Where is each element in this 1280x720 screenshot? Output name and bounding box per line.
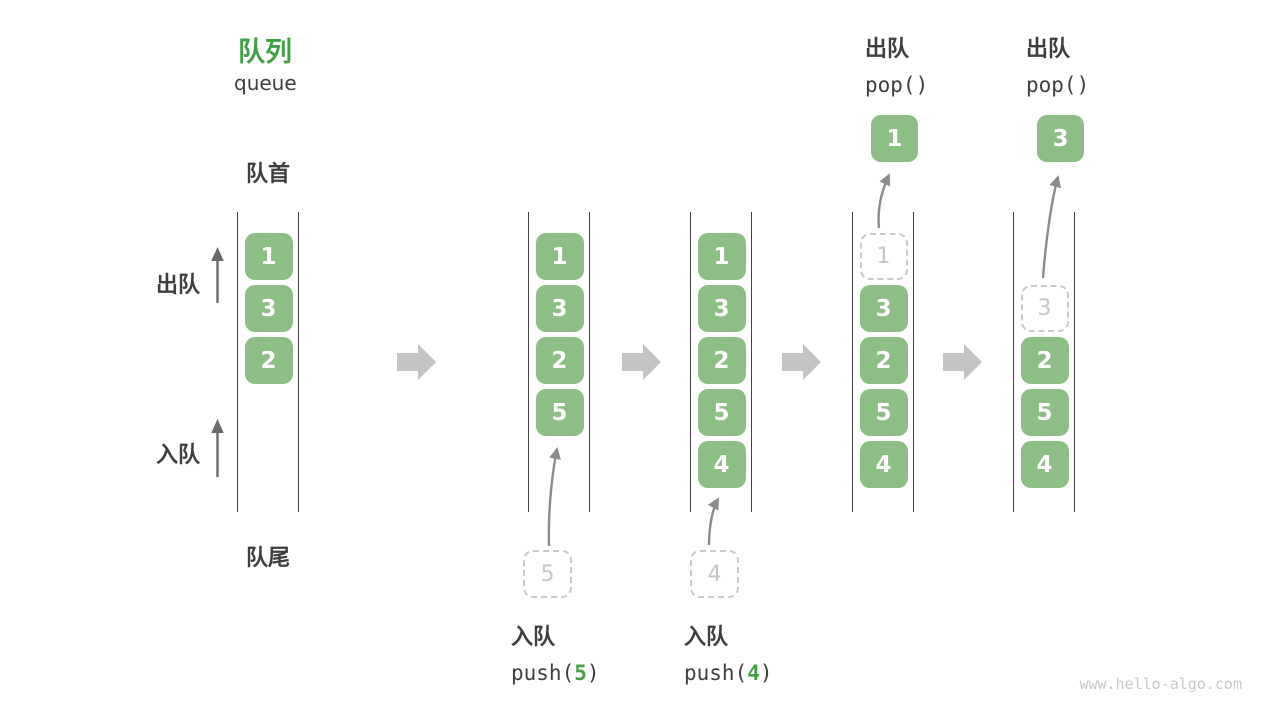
push-op-code: push(4) [684, 661, 773, 685]
push-arg: 4 [747, 661, 760, 685]
queue-item-removed: 1 [859, 233, 908, 280]
queue-column-3: 1 3 2 5 4 [690, 212, 752, 512]
queue-item: 2 [535, 337, 584, 384]
enqueue-up-arrow-icon [211, 419, 224, 477]
dequeue-label: 出队 [155, 273, 200, 298]
page-subtitle: queue [234, 71, 297, 95]
pop-op-title: 出队 [865, 37, 910, 62]
queue-item: 1 [535, 233, 584, 280]
queue-item: 2 [697, 337, 746, 384]
queue-item: 4 [1020, 441, 1069, 488]
push-op-code: push(5) [511, 661, 600, 685]
queue-item: 5 [1020, 389, 1069, 436]
queue-item: 5 [697, 389, 746, 436]
queue-item: 1 [244, 233, 293, 280]
pop-op-code: pop() [1026, 73, 1090, 97]
queue-column-2: 1 3 2 5 [528, 212, 590, 512]
queue-item: 3 [859, 285, 908, 332]
page-title: 队列 [238, 37, 292, 68]
push-arg: 5 [574, 661, 587, 685]
popped-item: 1 [871, 115, 918, 162]
push-op-title: 入队 [511, 625, 556, 650]
enqueue-label: 入队 [155, 443, 200, 468]
queue-front-label: 队首 [245, 162, 290, 187]
queue-item: 3 [697, 285, 746, 332]
popped-item: 3 [1037, 115, 1084, 162]
pop-operation-label: 出队 pop() [1026, 31, 1089, 97]
queue-item-removed: 3 [1020, 285, 1069, 332]
watermark: www.hello-algo.com [1079, 675, 1242, 693]
queue-item: 2 [244, 337, 293, 384]
push-operation-label: 入队 push(4) [684, 619, 773, 685]
staged-item: 5 [523, 550, 572, 598]
queue-item: 2 [859, 337, 908, 384]
staged-item: 4 [690, 550, 739, 598]
queue-item: 1 [697, 233, 746, 280]
push-op-title: 入队 [684, 625, 729, 650]
queue-item: 4 [697, 441, 746, 488]
pop-op-code: pop() [865, 73, 929, 97]
queue-column-1: 1 3 2 [237, 212, 299, 512]
push-operation-label: 入队 push(5) [511, 619, 600, 685]
queue-item: 5 [535, 389, 584, 436]
queue-item: 4 [859, 441, 908, 488]
queue-column-4: 1 3 2 5 4 [852, 212, 914, 512]
queue-column-5: 3 2 5 4 [1013, 212, 1075, 512]
queue-item: 5 [859, 389, 908, 436]
pop-operation-label: 出队 pop() [865, 31, 928, 97]
queue-rear-label: 队尾 [245, 546, 290, 571]
queue-item: 3 [535, 285, 584, 332]
pop-op-title: 出队 [1026, 37, 1071, 62]
queue-item: 3 [244, 285, 293, 332]
queue-item: 2 [1020, 337, 1069, 384]
dequeue-up-arrow-icon [211, 247, 224, 303]
